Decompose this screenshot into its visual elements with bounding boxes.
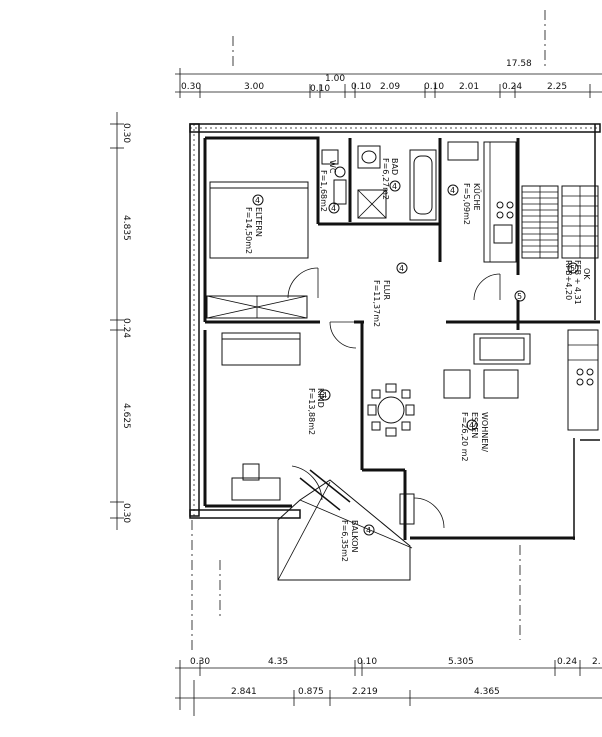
stair-marker: 5 xyxy=(570,264,575,273)
dim-left-4: 0.30 xyxy=(121,503,131,523)
dim-left-0: 0.30 xyxy=(121,123,131,143)
dim-bottom-1: 4.35 xyxy=(268,657,288,667)
eltern-name: ELTERN xyxy=(254,207,263,237)
top-total-dim: 17.58 xyxy=(506,59,532,69)
staircase xyxy=(521,185,599,259)
wc-area: F=1,68m2 xyxy=(319,170,328,212)
balkon-area: F=6,35m2 xyxy=(340,520,349,562)
wc-name: WC xyxy=(328,160,337,174)
wohnen-name: WOHNEN/ xyxy=(480,412,489,452)
room-label-bad: 4 BAD F=6,27m2 xyxy=(381,158,401,200)
dim-bottom-5: 2. xyxy=(592,657,601,667)
room-label-flur: 4 FLUR F=11,37m2 xyxy=(372,262,408,327)
kueche-marker: 4 xyxy=(450,186,455,195)
wohnen-name2: ESSEN xyxy=(470,412,479,438)
dim-top-2: 0.10 xyxy=(310,84,330,94)
kueche-name: KÜCHE xyxy=(472,183,482,211)
kind-marker: 4 xyxy=(322,391,327,400)
bottom-dimension-chain: 0.30 4.35 0.10 5.305 0.24 2. 2.841 0.875… xyxy=(175,657,602,716)
outer-walls xyxy=(189,123,601,540)
dim-top-4: 0.10 xyxy=(351,82,371,92)
flur-name: FLUR xyxy=(382,280,391,301)
room-label-kind: 4 KIND F=13,88m2 xyxy=(307,388,331,435)
dim-bottom2-2: 2.219 xyxy=(352,687,378,697)
top-dimension-chain: 17.58 0.30 3.00 0.10 1.00 0.10 2.09 0.10… xyxy=(175,10,602,98)
dim-top-5: 2.09 xyxy=(380,82,400,92)
dim-bottom-3: 5.305 xyxy=(448,657,474,667)
interior-walls xyxy=(203,136,600,540)
desk-kind xyxy=(231,463,281,501)
stair-line1: OK xyxy=(582,268,591,280)
dining-table xyxy=(367,383,415,437)
stair-label: 5 OK FEB + 4,31 RFB+4,20 xyxy=(564,260,591,305)
dim-bottom-2: 0.10 xyxy=(357,657,377,667)
dim-left-2: 0.24 xyxy=(121,318,131,338)
balkon-marker: 4 xyxy=(366,526,371,535)
kind-name: KIND xyxy=(316,388,325,408)
stair-line2: FEB + 4,31 xyxy=(573,260,582,305)
bad-name: BAD xyxy=(390,158,399,175)
bad-marker: 4 xyxy=(392,182,397,191)
dim-left-1: 4.835 xyxy=(121,215,131,241)
bed-kind xyxy=(221,332,301,366)
wc-fixtures xyxy=(321,149,347,205)
bed-eltern xyxy=(209,181,309,259)
wohnen-area: F=26,20 m2 xyxy=(460,412,469,462)
wc-marker: 4 xyxy=(331,204,336,213)
flur-area: F=11,37m2 xyxy=(372,280,381,327)
balcony xyxy=(277,469,413,581)
dim-top-7: 2.01 xyxy=(459,82,479,92)
room-label-eltern: 4 ELTERN F=14,50m2 xyxy=(244,194,264,254)
dim-top-9: 2.25 xyxy=(547,82,567,92)
dim-top-3: 1.00 xyxy=(325,74,345,84)
bad-area: F=6,27m2 xyxy=(381,158,390,200)
door-marker: 5 xyxy=(514,290,526,302)
room-label-wc: 4 WC F=1,68m2 xyxy=(319,160,340,214)
dim-top-1: 3.00 xyxy=(244,82,264,92)
dim-bottom2-0: 2.841 xyxy=(231,687,257,697)
kueche-area: F=5,09m2 xyxy=(462,183,471,225)
bath-fixtures xyxy=(357,145,437,221)
wohnen-marker: 4 xyxy=(469,421,474,430)
room-label-balkon: 4 BALKON F=6,35m2 xyxy=(340,520,375,562)
stair-line3: RFB+4,20 xyxy=(564,260,573,300)
flur-marker: 4 xyxy=(399,264,404,273)
dim-left-3: 4.625 xyxy=(121,403,131,429)
dim-bottom-0: 0.30 xyxy=(190,657,210,667)
dim-top-6: 0.10 xyxy=(424,82,444,92)
dim-bottom2-1: 0.875 xyxy=(298,687,324,697)
svg-text:5: 5 xyxy=(517,292,522,301)
kitchen-fixtures xyxy=(447,141,517,263)
dim-top-8: 0.24 xyxy=(502,82,522,92)
balkon-name: BALKON xyxy=(350,520,359,553)
room-label-kueche: 4 KÜCHE F=5,09m2 xyxy=(447,183,482,225)
eltern-area: F=14,50m2 xyxy=(244,207,253,254)
right-column xyxy=(567,329,599,431)
left-dimension-chain: 0.30 4.835 0.24 4.625 0.30 xyxy=(110,112,131,530)
wardrobe-block xyxy=(206,295,308,319)
dim-bottom2-3: 4.365 xyxy=(474,687,500,697)
kind-area: F=13,88m2 xyxy=(307,388,316,435)
living-furniture xyxy=(443,333,531,399)
dim-top-0: 0.30 xyxy=(181,82,201,92)
room-label-wohnen: 4 WOHNEN/ ESSEN F=26,20 m2 xyxy=(460,412,489,462)
eltern-marker: 4 xyxy=(255,196,260,205)
axis-lines xyxy=(191,520,521,650)
dim-bottom-4: 0.24 xyxy=(557,657,577,667)
